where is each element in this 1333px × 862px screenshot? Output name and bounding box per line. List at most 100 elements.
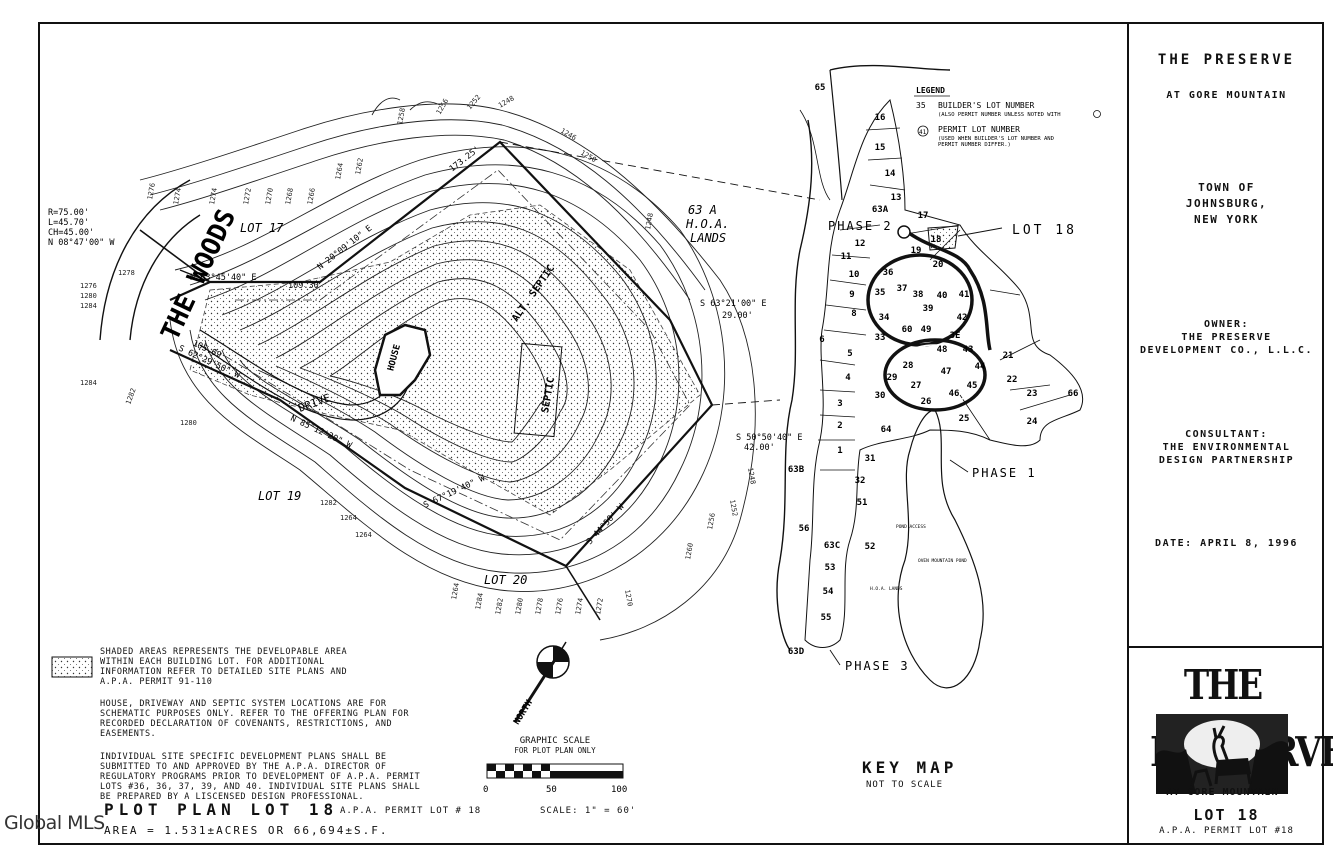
svg-text:POND ACCESS: POND ACCESS	[896, 524, 926, 530]
phase-3-label: PHASE 3	[845, 659, 910, 673]
the-woods-road	[99, 179, 201, 341]
drawing-date: DATE: APRIL 8, 1996	[1155, 538, 1298, 549]
lot-20-label: LOT 20	[484, 573, 527, 587]
svg-text:1284: 1284	[80, 379, 97, 387]
scale-ratio: SCALE: 1" = 60'	[540, 806, 637, 816]
svg-text:36: 36	[883, 268, 894, 278]
lot-number: LOT 18	[1193, 806, 1260, 824]
svg-text:1266: 1266	[306, 187, 317, 205]
svg-text:1272: 1272	[242, 187, 253, 205]
svg-text:1260: 1260	[684, 542, 695, 560]
north-arrow: NORTH	[512, 641, 570, 727]
curve-data-1: R=75.00'	[48, 208, 89, 218]
svg-text:1278: 1278	[118, 269, 135, 277]
svg-text:11: 11	[841, 252, 852, 262]
svg-text:27: 27	[911, 381, 922, 391]
svg-text:3: 3	[837, 399, 842, 409]
curve-data-2: L=45.70'	[48, 218, 89, 228]
bearing-3: S 63°21'00" E	[700, 299, 767, 309]
svg-text:1274: 1274	[208, 187, 219, 205]
svg-text:53: 53	[825, 563, 836, 573]
svg-text:1252: 1252	[728, 499, 739, 517]
svg-text:1272: 1272	[594, 597, 605, 615]
svg-text:9: 9	[849, 290, 854, 300]
contour-lines	[139, 97, 756, 641]
svg-text:48: 48	[937, 345, 948, 355]
svg-text:12: 12	[855, 239, 866, 249]
svg-text:29: 29	[887, 373, 898, 383]
svg-text:56: 56	[799, 524, 810, 534]
consultant-info: CONSULTANT: THE ENVIRONMENTAL DESIGN PAR…	[1158, 429, 1295, 466]
svg-text:1264: 1264	[355, 531, 372, 539]
svg-text:1258: 1258	[396, 107, 407, 125]
svg-text:H.O.A. LANDS: H.O.A. LANDS	[870, 586, 903, 592]
svg-text:(USED WHEN BUILDER'S LOT NUMBE: (USED WHEN BUILDER'S LOT NUMBER AND	[938, 136, 1054, 142]
svg-text:1246: 1246	[559, 127, 578, 142]
svg-text:1248: 1248	[497, 94, 516, 109]
svg-text:1270: 1270	[264, 187, 275, 205]
svg-text:1276: 1276	[146, 182, 157, 200]
lot-18-callout: LOT 18	[1012, 223, 1077, 238]
svg-text:33: 33	[875, 333, 886, 343]
svg-text:1264: 1264	[334, 162, 345, 180]
lot-19-label: LOT 19	[258, 489, 301, 503]
svg-text:1278: 1278	[534, 597, 545, 615]
svg-text:1276: 1276	[80, 282, 97, 290]
svg-text:2: 2	[837, 421, 842, 431]
svg-text:4: 4	[845, 373, 851, 383]
phase-1-label: PHASE 1	[972, 466, 1037, 480]
owner-info: OWNER: THE PRESERVE DEVELOPMENT CO., L.L…	[1140, 319, 1313, 356]
svg-text:39: 39	[923, 304, 934, 314]
svg-text:1284: 1284	[80, 302, 97, 310]
svg-text:16: 16	[875, 113, 886, 123]
svg-text:8: 8	[851, 309, 856, 319]
svg-text:63B: 63B	[788, 465, 805, 475]
svg-text:60: 60	[902, 325, 913, 335]
svg-text:38: 38	[913, 290, 924, 300]
svg-text:63D: 63D	[788, 647, 805, 657]
bearing-6: S 67°19'40" W	[422, 473, 487, 511]
svg-text:1248: 1248	[746, 467, 757, 485]
distance-3: 29.00'	[722, 311, 753, 321]
bearing-1: N 63°45'40" E	[190, 273, 257, 283]
svg-text:64: 64	[881, 425, 892, 435]
svg-text:1250: 1250	[579, 149, 598, 164]
svg-text:1280: 1280	[180, 419, 197, 427]
svg-text:0: 0	[483, 785, 488, 795]
svg-text:(ALSO PERMIT NUMBER UNLESS NOT: (ALSO PERMIT NUMBER UNLESS NOTED WITH	[938, 112, 1061, 118]
project-location: AT GORE MOUNTAIN	[1166, 90, 1287, 101]
graphic-scale-bar: 0 50 100	[483, 763, 627, 795]
svg-text:13: 13	[891, 193, 902, 203]
project-title: THE PRESERVE	[1157, 52, 1296, 68]
svg-text:1264: 1264	[450, 582, 461, 600]
svg-text:1252: 1252	[465, 93, 482, 111]
plot-plan-title: PLOT PLAN LOT 18	[104, 800, 339, 819]
svg-text:44: 44	[975, 362, 986, 372]
svg-text:65: 65	[815, 83, 826, 93]
key-map: 65 16 15 14 13 17 18 19 20 12 11 10 9 8 …	[776, 64, 1101, 689]
svg-text:40: 40	[937, 291, 948, 301]
svg-text:41: 41	[919, 129, 927, 136]
svg-text:46: 46	[949, 389, 960, 399]
svg-text:1280: 1280	[80, 292, 97, 300]
svg-text:1256: 1256	[435, 97, 450, 116]
svg-text:1282: 1282	[494, 597, 505, 615]
note-individual-site: INDIVIDUAL SITE SPECIFIC DEVELOPMENT PLA…	[100, 752, 421, 802]
key-map-title: KEY MAP	[862, 758, 958, 777]
svg-text:BUILDER'S LOT NUMBER: BUILDER'S LOT NUMBER	[938, 101, 1035, 110]
svg-text:22: 22	[1007, 375, 1018, 385]
svg-text:35: 35	[916, 101, 926, 110]
svg-text:63A: 63A	[872, 205, 889, 215]
svg-text:55: 55	[821, 613, 832, 623]
svg-text:3E: 3E	[950, 331, 961, 341]
svg-text:1276: 1276	[554, 597, 565, 615]
svg-text:51: 51	[857, 498, 868, 508]
svg-text:54: 54	[823, 587, 834, 597]
title-block-divider	[1127, 22, 1129, 845]
svg-text:37: 37	[897, 284, 908, 294]
svg-text:43: 43	[963, 345, 974, 355]
svg-text:1264: 1264	[340, 514, 357, 522]
plot-plan-area: AREA = 1.531±ACRES OR 66,694±S.F.	[104, 824, 389, 837]
note-house-driveway: HOUSE, DRIVEWAY AND SEPTIC SYSTEM LOCATI…	[100, 699, 409, 739]
